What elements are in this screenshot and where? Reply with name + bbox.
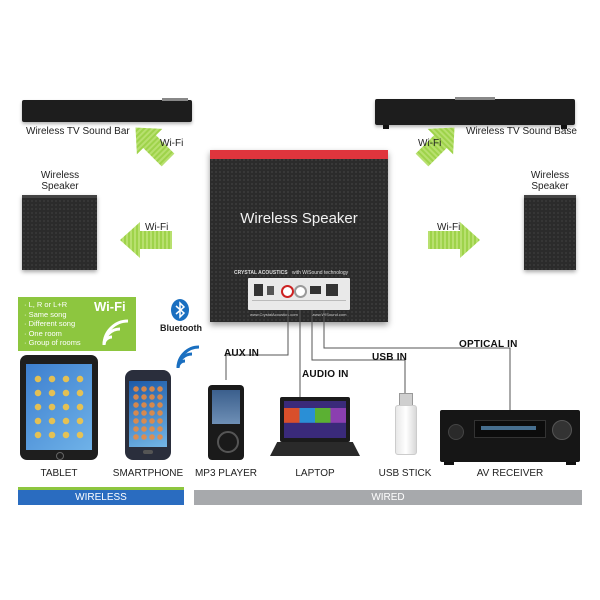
center-speaker-title: Wireless Speaker xyxy=(240,210,358,227)
usb-line xyxy=(311,310,406,395)
wired-bar: WIRED xyxy=(194,490,582,505)
wifi-arrow-right xyxy=(428,222,480,258)
sound-base-label: Wireless TV Sound Base xyxy=(466,126,577,137)
bluetooth-waves-icon xyxy=(176,345,200,369)
aux-line xyxy=(225,310,289,380)
wired-bar-label: WIRED xyxy=(371,492,405,503)
aux-in-label: AUX IN xyxy=(224,348,260,359)
wifi-arrow-up-right xyxy=(415,127,455,167)
brand-sub-label: with WiSound technology xyxy=(292,270,349,276)
url-right: www.WiSound.com xyxy=(312,312,347,317)
wifi-box-title: Wi-Fi xyxy=(94,299,126,314)
wifi-label-left: Wi-Fi xyxy=(145,222,169,233)
device-label-tablet: TABLET xyxy=(40,468,78,479)
sound-bar xyxy=(22,98,192,122)
center-speaker-top-band xyxy=(210,150,388,159)
brand-label: CRYSTAL ACOUSTICS xyxy=(234,270,288,276)
url-left: www.CrystalAcoustics.com xyxy=(250,312,298,317)
device-label-usb-stick: USB STICK xyxy=(378,468,432,479)
audio-in-label: AUDIO IN xyxy=(302,369,349,380)
wifi-label-up-right: Wi-Fi xyxy=(418,138,442,149)
usb-in-label: USB IN xyxy=(372,352,408,363)
left-speaker xyxy=(22,195,97,270)
wireless-bar: WIRELESS xyxy=(18,487,184,505)
bluetooth-label: Bluetooth xyxy=(160,323,202,333)
wifi-box-item: · Same song xyxy=(24,309,67,319)
usb-stick xyxy=(395,393,417,455)
wifi-arrow-left xyxy=(120,222,172,258)
wireless-bar-label: WIRELESS xyxy=(75,492,127,503)
laptop xyxy=(270,397,360,461)
wifi-label-right: Wi-Fi xyxy=(437,222,461,233)
optical-in-label: OPTICAL IN xyxy=(459,339,518,350)
center-speaker: Wireless Speaker CRYSTAL ACOUSTICS with … xyxy=(210,150,388,322)
wifi-arrow-up-left xyxy=(135,127,175,167)
wifi-box-item: · One room xyxy=(24,328,62,338)
device-label-smartphone: SMARTPHONE xyxy=(112,468,184,479)
smartphone xyxy=(125,370,171,460)
connector-panel xyxy=(248,278,350,310)
optical-line xyxy=(323,310,511,410)
right-speaker xyxy=(524,195,576,270)
wifi-label-up-left: Wi-Fi xyxy=(160,138,184,149)
av-receiver xyxy=(440,410,580,465)
wifi-box-item: · L, R or L+R xyxy=(24,300,68,309)
wifi-waves-icon xyxy=(102,319,129,346)
wifi-feature-box: Wi-Fi · L, R or L+R · Same song · Differ… xyxy=(18,297,136,351)
tablet xyxy=(20,355,98,460)
sound-base xyxy=(375,97,575,129)
device-label-mp3-player: MP3 PLAYER xyxy=(194,468,258,479)
device-label-laptop: LAPTOP xyxy=(295,468,335,479)
wifi-box-item: · Different song xyxy=(24,319,76,328)
sound-bar-label: Wireless TV Sound Bar xyxy=(26,126,130,137)
device-label-av-receiver: AV RECEIVER xyxy=(476,468,544,479)
bluetooth-icon xyxy=(171,299,189,321)
wifi-box-item: · Group of rooms xyxy=(24,338,81,347)
mp3-player xyxy=(208,385,244,460)
